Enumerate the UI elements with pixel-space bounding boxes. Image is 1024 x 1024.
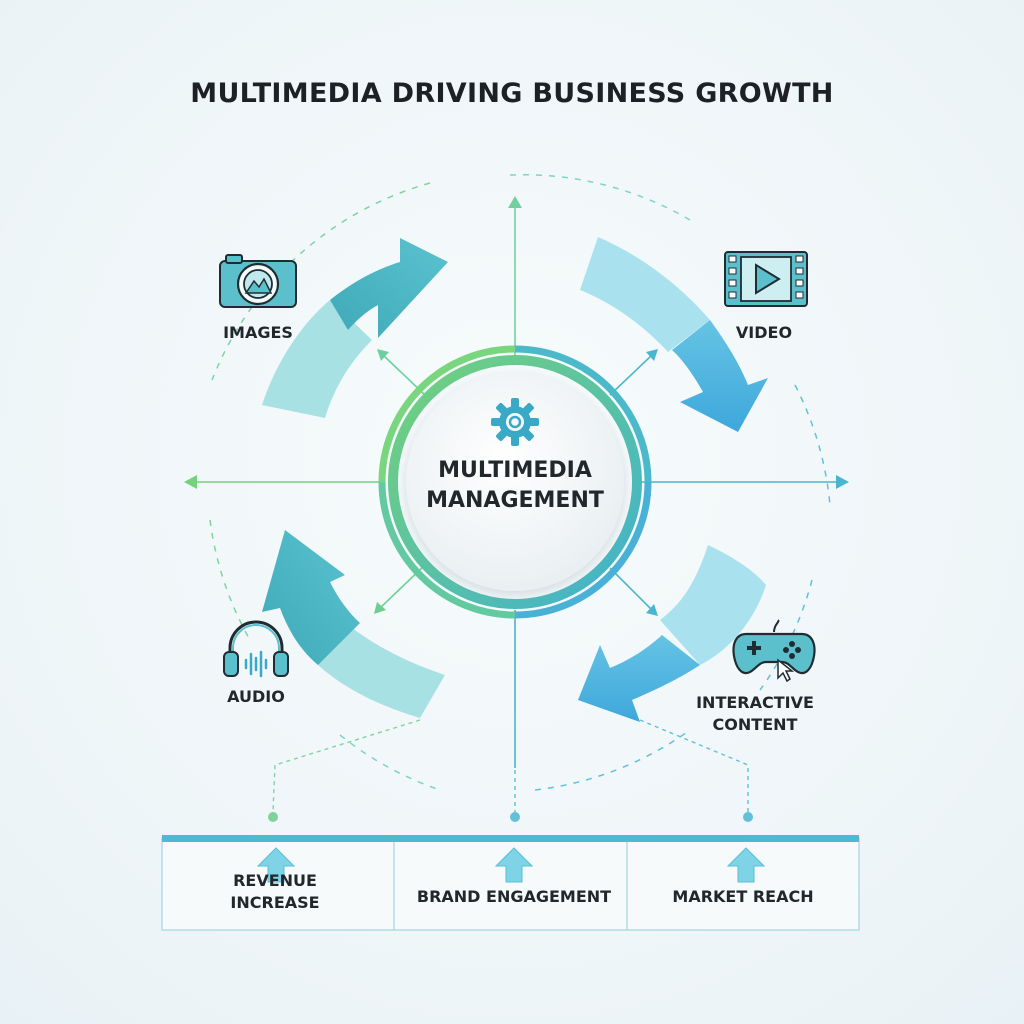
center-ring: [378, 345, 652, 619]
images-label: IMAGES: [223, 323, 293, 342]
center-label-line1: MULTIMEDIA: [438, 458, 592, 483]
outer-dashed-ring: [209, 173, 831, 791]
center-label: MULTIMEDIA MANAGEMENT: [412, 456, 618, 516]
film-play-icon: [724, 251, 808, 307]
video-label: VIDEO: [735, 323, 793, 342]
images-arrow: [262, 238, 448, 418]
connector-dot-left: [268, 812, 278, 822]
outcome-market-reach: MARKET REACH: [672, 887, 814, 906]
video-arrow: [580, 237, 768, 432]
interactive-arrow: [578, 545, 766, 722]
axis-lines: [184, 196, 849, 768]
up-arrow-icon: [726, 847, 766, 883]
outcome-line1: REVENUE: [233, 871, 317, 890]
outcome-line2: INCREASE: [230, 893, 320, 912]
up-arrow-icon: [256, 847, 296, 883]
interactive-label-line2: CONTENT: [712, 715, 798, 734]
camera-icon: [219, 254, 297, 308]
gear-icon: [491, 398, 539, 446]
connector-dot-right: [743, 812, 753, 822]
page-title: MULTIMEDIA DRIVING BUSINESS GROWTH: [190, 78, 834, 109]
center-label-line2: MANAGEMENT: [426, 488, 604, 513]
outcome-connectors: [272, 719, 749, 813]
audio-arrow: [262, 530, 445, 718]
interactive-label-line1: INTERACTIVE: [696, 693, 814, 712]
headphones-icon: [223, 620, 289, 678]
gamepad-icon: [732, 619, 816, 683]
connector-dot-middle: [510, 812, 520, 822]
interactive-content-label: INTERACTIVE CONTENT: [680, 692, 830, 736]
outcome-brand-engagement: BRAND ENGAGEMENT: [416, 887, 612, 906]
up-arrow-icon: [494, 847, 534, 883]
outcome-revenue-increase: REVENUE INCREASE: [170, 870, 380, 914]
audio-label: AUDIO: [227, 687, 285, 706]
